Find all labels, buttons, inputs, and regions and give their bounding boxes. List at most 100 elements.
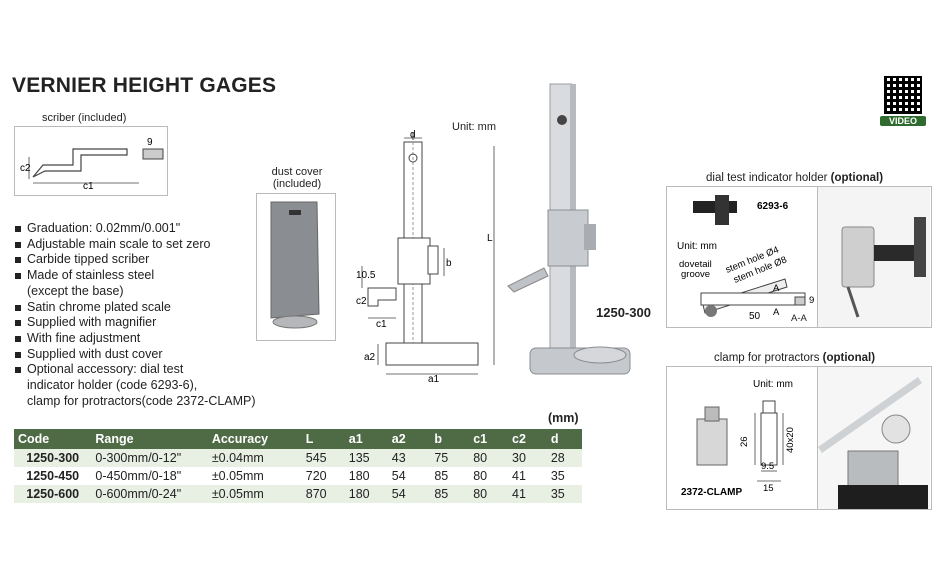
feature-item: Adjustable main scale to set zero <box>14 237 314 253</box>
cell: 54 <box>387 485 431 503</box>
cell: 75 <box>430 449 470 467</box>
feature-item-continuation: clamp for protractors(code 2372-CLAMP) <box>27 393 256 408</box>
clamp-box: Unit: mm 2372-CLAMP 26 40x20 9.5 15 <box>666 366 932 510</box>
cell: 35 <box>546 485 582 503</box>
dial-holder-photo <box>818 187 930 327</box>
clamp-caption-text: clamp for protractors <box>714 352 820 364</box>
scriber-caption: scriber (included) <box>42 112 127 124</box>
dust-cover-caption-line1: dust cover <box>271 166 323 178</box>
cell: ±0.05mm <box>207 485 302 503</box>
col-c1: c1 <box>469 429 509 449</box>
clamp-40x20-label: 40x20 <box>785 427 796 453</box>
drawing-c1-label: c1 <box>376 319 387 330</box>
cell: 41 <box>508 485 547 503</box>
cell: 180 <box>344 485 388 503</box>
scriber-box: c2 c1 9 <box>14 126 168 196</box>
feature-item: Satin chrome plated scale <box>14 300 314 316</box>
clamp-caption: clamp for protractors (optional) <box>714 352 875 364</box>
drawing-a1-label: a1 <box>428 374 440 383</box>
cell: 1250-600 <box>14 485 92 503</box>
col-a1: a1 <box>344 429 388 449</box>
height-gage-drawing: d L b c1 c2 a1 a2 10.5 <box>356 129 495 383</box>
cell: 80 <box>469 485 509 503</box>
dim-50-label: 50 <box>749 311 761 322</box>
dust-cover-image <box>256 193 336 341</box>
col-c2: c2 <box>508 429 547 449</box>
drawing-L-label: L <box>487 233 493 244</box>
table-row: 1250-450 0-450mm/0-18" ±0.05mm 720 180 5… <box>14 467 582 485</box>
cell: 41 <box>512 469 526 483</box>
cell: 43 <box>387 449 431 467</box>
section-a-top-label: A <box>773 283 780 294</box>
cell: 80 <box>469 449 509 467</box>
clamp-unit-label: Unit: mm <box>753 379 793 390</box>
feature-item: Graduation: 0.02mm/0.001" <box>14 221 314 237</box>
cell: 1250-450 <box>26 469 80 483</box>
col-code: Code <box>14 429 92 449</box>
dovetail-label: dovetail <box>679 259 712 270</box>
video-badge[interactable]: VIDEO <box>880 76 926 126</box>
cell: 180 <box>348 469 370 483</box>
table-header-row: Code Range Accuracy L a1 a2 b c1 c2 d <box>14 429 582 449</box>
drawing-b-label: b <box>446 258 452 269</box>
drawing-d-label: d <box>410 129 416 140</box>
cell: 85 <box>434 469 449 483</box>
drawing-10-5-label: 10.5 <box>356 270 376 281</box>
cell: 28 <box>546 449 582 467</box>
feature-item: With fine adjustment <box>14 331 314 347</box>
clamp-15-label: 15 <box>763 483 774 494</box>
drawing-a2-label: a2 <box>364 352 376 363</box>
section-aa-label: A-A <box>791 313 807 324</box>
qr-code-icon <box>884 76 922 114</box>
table-row: 1250-300 0-300mm/0-12" ±0.04mm 545 135 4… <box>14 449 582 467</box>
feature-list: Graduation: 0.02mm/0.001" Adjustable mai… <box>14 221 314 409</box>
cell: 545 <box>301 449 345 467</box>
scriber-c1-label: c1 <box>83 181 94 192</box>
dial-holder-drawing: Unit: mm 6293-6 dovetail groove stem hol… <box>677 195 814 322</box>
col-accuracy: Accuracy <box>207 429 302 449</box>
col-L: L <box>301 429 345 449</box>
clamp-drawing: Unit: mm 2372-CLAMP 26 40x20 9.5 15 <box>681 379 796 498</box>
scriber-c2-label: c2 <box>20 163 31 174</box>
feature-item: Supplied with magnifier <box>14 315 314 331</box>
dial-holder-box: Unit: mm 6293-6 dovetail groove stem hol… <box>666 186 932 328</box>
dim-9-label: 9 <box>809 295 814 306</box>
height-gage-photo <box>507 83 631 375</box>
clamp-26-label: 26 <box>739 436 750 447</box>
cell: 80 <box>473 469 488 483</box>
cell: 35 <box>550 469 565 483</box>
dust-cover-caption: dust cover (included) <box>262 166 332 190</box>
scriber-9-label: 9 <box>147 137 153 148</box>
dust-cover-caption-line2: (included) <box>272 178 322 190</box>
dial-unit-label: Unit: mm <box>677 241 717 252</box>
feature-item: Optional accessory: dial test <box>14 362 314 378</box>
cell: 85 <box>430 485 470 503</box>
scriber-drawing: c2 c1 9 <box>20 137 164 192</box>
dial-holder-caption: dial test indicator holder (optional) <box>706 172 883 184</box>
cell: 30 <box>508 449 547 467</box>
dial-holder-optional: (optional) <box>830 172 884 184</box>
col-range: Range <box>91 429 208 449</box>
cell: 135 <box>344 449 388 467</box>
cell: 720 <box>305 469 327 483</box>
table-unit-label: (mm) <box>548 411 579 425</box>
feature-item: Made of stainless steel <box>14 268 314 284</box>
section-a-bottom-label: A <box>773 307 780 318</box>
drawing-unit-label: Unit: mm <box>452 121 496 133</box>
groove-label: groove <box>681 269 710 280</box>
cell: 870 <box>301 485 345 503</box>
clamp-9-5-label: 9.5 <box>761 461 774 472</box>
cell: 1250-300 <box>14 449 92 467</box>
cell: 54 <box>391 469 406 483</box>
clamp-code-label: 2372-CLAMP <box>681 487 742 498</box>
feature-item: Supplied with dust cover <box>14 347 314 363</box>
cell: 0-300mm/0-12" <box>91 449 208 467</box>
dial-holder-caption-text: dial test indicator holder <box>706 172 828 184</box>
feature-item-continuation: (except the base) <box>27 283 124 298</box>
product-code-label: 1250-300 <box>596 305 651 320</box>
col-b: b <box>430 429 470 449</box>
dial-code-label: 6293-6 <box>757 201 789 212</box>
col-a2: a2 <box>387 429 431 449</box>
cell: 0-450mm/0-18" <box>95 469 182 483</box>
table-row: 1250-600 0-600mm/0-24" ±0.05mm 870 180 5… <box>14 485 582 503</box>
